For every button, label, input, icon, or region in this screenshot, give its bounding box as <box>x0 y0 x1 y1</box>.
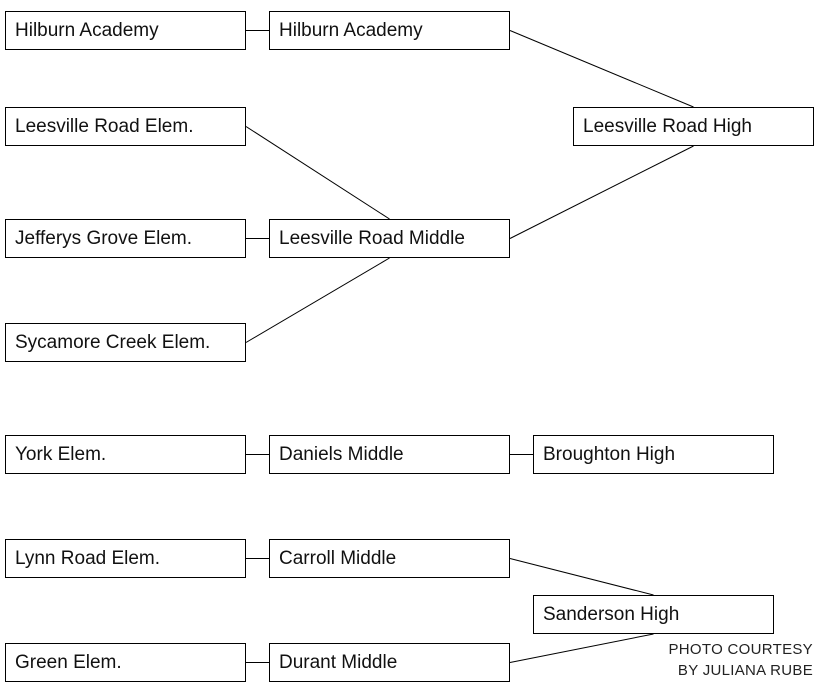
connector-hilburn_mid-to-leesville_high <box>509 30 694 108</box>
node-carroll-middle: Carroll Middle <box>269 539 510 578</box>
connector-sycamore_creek-to-leesville_middle <box>245 257 390 343</box>
photo-credit-line-2: BY JULIANA RUBE <box>677 662 813 679</box>
photo-credit: PHOTO COURTESY BY JULIANA RUBE <box>668 639 813 681</box>
node-leesville-road-middle: Leesville Road Middle <box>269 219 510 258</box>
node-hilburn-academy-middle: Hilburn Academy <box>269 11 510 50</box>
connector-leesville_middle-to-leesville_high <box>509 145 694 239</box>
node-daniels-middle: Daniels Middle <box>269 435 510 474</box>
node-york-elem: York Elem. <box>5 435 246 474</box>
photo-credit-line-1: PHOTO COURTESY <box>668 641 813 658</box>
node-hilburn-academy-elementary: Hilburn Academy <box>5 11 246 50</box>
node-jefferys-grove-elem: Jefferys Grove Elem. <box>5 219 246 258</box>
connector-leesville_elem-to-leesville_middle <box>245 126 390 220</box>
node-sanderson-high: Sanderson High <box>533 595 774 634</box>
node-leesville-road-high: Leesville Road High <box>573 107 814 146</box>
node-broughton-high: Broughton High <box>533 435 774 474</box>
node-leesville-road-elem: Leesville Road Elem. <box>5 107 246 146</box>
node-lynn-road-elem: Lynn Road Elem. <box>5 539 246 578</box>
connector-carroll_middle-to-sanderson_high <box>509 558 654 596</box>
node-sycamore-creek-elem: Sycamore Creek Elem. <box>5 323 246 362</box>
node-durant-middle: Durant Middle <box>269 643 510 682</box>
node-green-elem: Green Elem. <box>5 643 246 682</box>
connector-durant_middle-to-sanderson_high <box>509 633 654 663</box>
